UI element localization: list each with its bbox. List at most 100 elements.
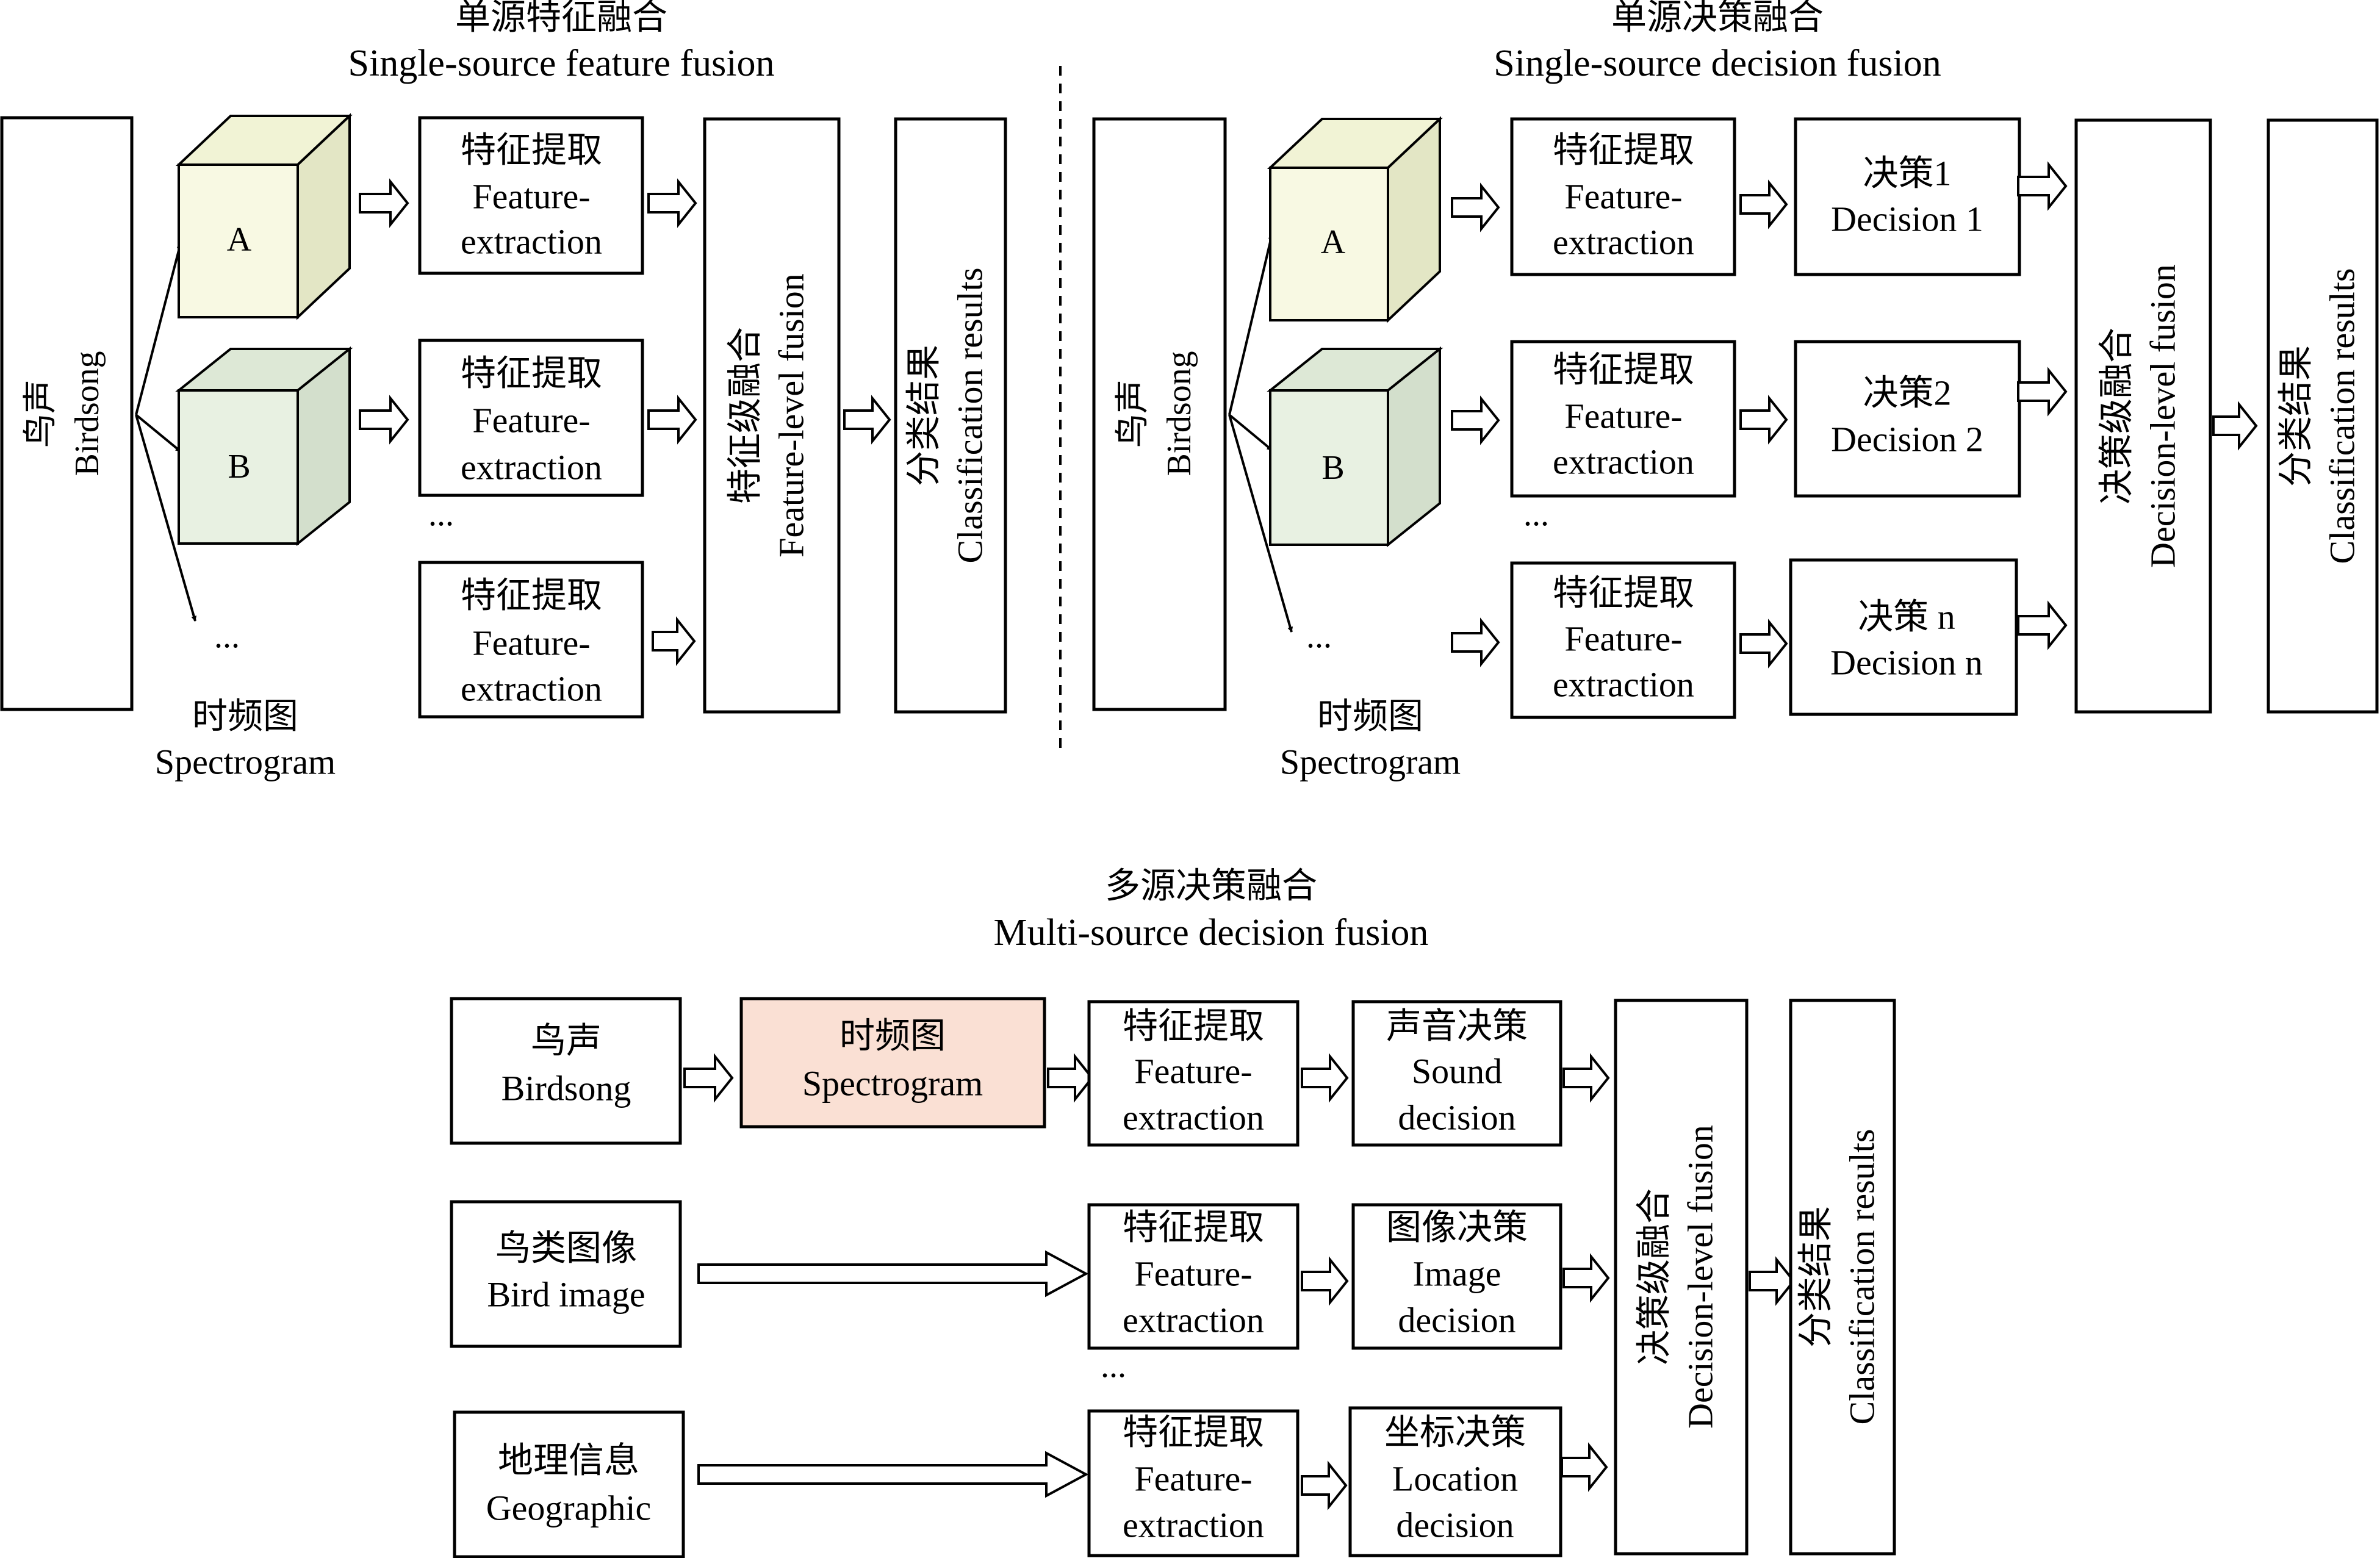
feature-level-cn: 特征级融合 [725,327,764,504]
feature-extraction-box-3: 特征提取 Feature- extraction [1510,561,1736,719]
single-feature-fusion-section: 单源特征融合 Single-source feature fusion 鸟声 B… [0,0,1007,781]
birdsong-to-spectrogram-arrow [683,1053,734,1103]
classification-en: Classification results [1842,1129,1882,1425]
sound-decision-en-2: decision [1398,1097,1515,1137]
feature-cn: 特征提取 [461,353,602,393]
cube-b-label: B [1321,449,1344,487]
geographic-cn: 地理信息 [498,1440,639,1480]
feature-en-2: extraction [461,669,602,708]
decision2-en: Decision 2 [1831,419,1983,459]
spectrogram-label-en: Spectrogram [155,742,336,781]
classification-results-box: 分类结果 Classification results [2267,118,2379,714]
feature-en-1: Feature- [1564,619,1682,658]
decision-level-fusion-box: 决策级融合 Decision-level fusion [1614,999,1749,1556]
cube-a: A [175,113,353,320]
decision-level-cn: 决策级融合 [1634,1188,1674,1365]
location-decision-cn: 坐标决策 [1384,1412,1526,1452]
feature-en-2: extraction [461,221,602,261]
feature-en-1: Feature- [1134,1459,1252,1498]
fusion-to-result-arrow [1749,1256,1796,1306]
birdsong-label-cn: 鸟声 [22,379,60,448]
birdsong-label-cn: 鸟声 [1114,379,1152,448]
feature-cn: 特征提取 [1553,573,1694,612]
single-decision-title-cn: 单源决策融合 [1611,0,1824,37]
birdsong-label-cn: 鸟声 [531,1021,602,1060]
image-to-fusion-arrow [1562,1253,1610,1303]
sound-decision-en-1: Sound [1412,1051,1502,1091]
feature-en-1: Feature- [472,176,590,216]
birdsong-label-en: Birdsong [1160,351,1198,476]
classification-results-box: 分类结果 Classification results [894,117,1007,714]
decisionn-en: Decision n [1830,642,1983,682]
decision-n-box: 决策 n Decision n [1789,558,2018,716]
feature-en-2: extraction [1553,442,1694,481]
classification-results-box: 分类结果 Classification results [1789,999,1896,1556]
location-to-fusion-arrow [1561,1442,1608,1492]
bird-image-input-box: 鸟类图像 Bird image [450,1200,682,1348]
decision1-en: Decision 1 [1831,199,1983,239]
feature-extraction-box-1: 特征提取 Feature- extraction [1087,1000,1300,1147]
feature-en-1: Feature- [1134,1254,1252,1293]
feature-extraction-box-2: 特征提取 Feature- extraction [418,339,644,497]
feature-en-2: extraction [1553,664,1694,704]
multi-decision-fusion-section: 多源决策融合 Multi-source decision fusion 鸟声 B… [450,866,1896,1558]
feature-en-1: Feature- [1564,396,1682,436]
location-decision-en-2: decision [1396,1505,1514,1545]
feature-cn: 特征提取 [461,575,602,615]
feature-en-2: extraction [1123,1097,1264,1137]
image-decision-cn: 图像决策 [1386,1207,1528,1247]
feature-cn: 特征提取 [1553,350,1694,389]
single-decision-fusion-section: 单源决策融合 Single-source decision fusion 鸟声 … [1092,0,2379,781]
cube-a-label: A [1321,223,1346,261]
fan-arrows [135,243,197,622]
decisionn-cn: 决策 n [1858,597,1955,636]
spectrogram-to-feature-arrow [1047,1053,1094,1103]
feature-to-sound-arrow [1301,1053,1349,1103]
cube-ellipsis: ... [1306,617,1332,655]
location-decision-en-1: Location [1392,1459,1518,1498]
feature-en-2: extraction [1123,1300,1264,1340]
classification-en: Classification results [950,268,990,564]
hollow-arrows-cube-to-feature [1451,182,1500,667]
feature-level-fusion-box: 特征级融合 Feature-level fusion [703,117,841,714]
single-decision-title-en: Single-source decision fusion [1494,43,1941,84]
cube-b: B [1267,346,1443,548]
location-decision-box: 坐标决策 Location decision [1348,1406,1562,1557]
feature-cn: 特征提取 [1553,130,1694,170]
cube-a: A [1267,116,1443,323]
feature-to-location-arrow [1301,1460,1348,1510]
decision-2-box: 决策2 Decision 2 [1794,340,2021,498]
feature-cn: 特征提取 [1123,1006,1264,1046]
bird-image-cn: 鸟类图像 [495,1228,637,1268]
decision-level-fusion-box: 决策级融合 Decision-level fusion [2074,118,2212,714]
classification-cn: 分类结果 [904,345,943,486]
single-feature-title-cn: 单源特征融合 [455,0,667,37]
feature-extraction-box-1: 特征提取 Feature- extraction [1510,117,1736,276]
image-decision-en-1: Image [1413,1254,1501,1293]
feature-extraction-box-1: 特征提取 Feature- extraction [418,116,644,275]
feature-cn: 特征提取 [461,130,602,170]
classification-cn: 分类结果 [1796,1206,1835,1348]
geographic-to-feature-arrow [697,1451,1089,1498]
feature-en-1: Feature- [1134,1051,1252,1091]
spectrogram-box: 时频图 Spectrogram [739,997,1046,1129]
cube-b-label: B [228,448,250,486]
bird-image-to-feature-arrow [697,1250,1089,1298]
birdsong-input-box: 鸟声 Birdsong [450,997,682,1145]
decision2-cn: 决策2 [1863,373,1951,412]
decision1-cn: 决策1 [1863,153,1951,193]
sound-to-fusion-arrow [1562,1053,1610,1103]
feature-en-1: Feature- [472,623,590,662]
feature-extraction-box-3: 特征提取 Feature- extraction [418,561,644,719]
decision-level-cn: 决策级融合 [2096,328,2136,504]
feature-cn: 特征提取 [1123,1412,1264,1452]
fusion-to-result-arrow [843,395,891,445]
birdsong-label-en: Birdsong [68,351,106,476]
feature-ellipsis: ... [1523,495,1549,533]
feature-ellipsis: ... [428,495,454,533]
bird-image-en: Bird image [487,1274,645,1314]
spectrogram-label-cn: 时频图 [1317,696,1423,736]
spectrogram-label-cn: 时频图 [192,696,298,736]
hollow-arrows-feature-to-decision [1739,179,1788,669]
feature-en-2: extraction [1123,1505,1264,1545]
